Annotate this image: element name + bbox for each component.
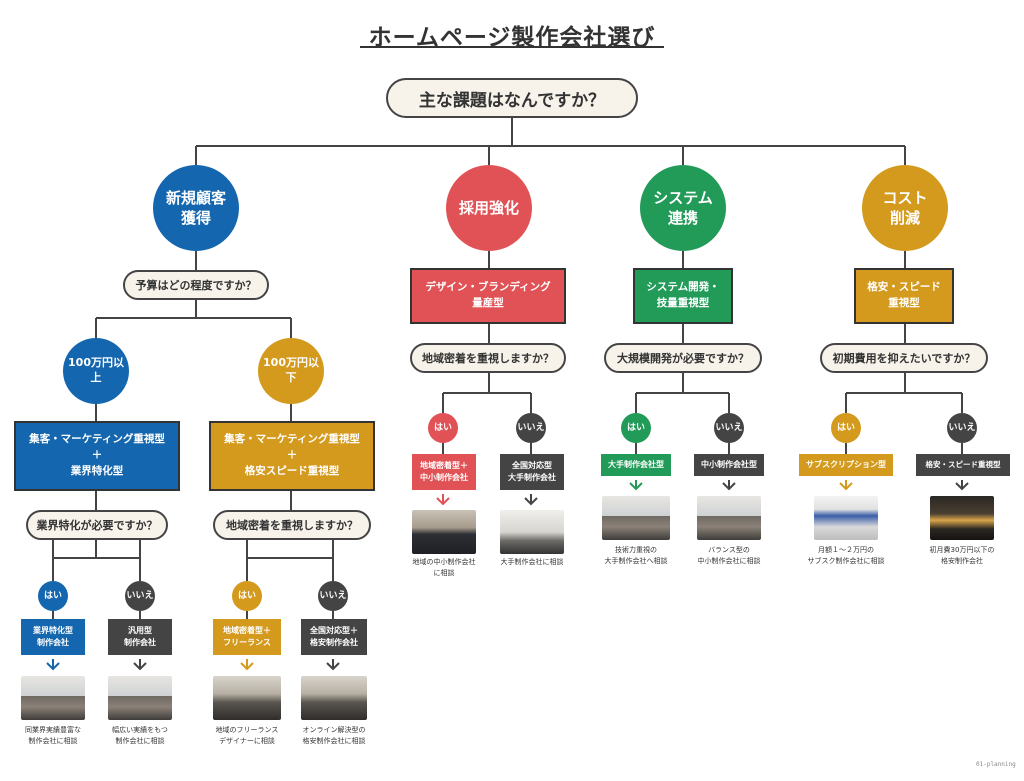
large-dev-question: 大規模開発が必要ですか？: [604, 343, 762, 373]
s_yes-caption: 技術力重視の 大手制作会社へ相談: [604, 546, 668, 565]
arrow-head-icon: [839, 482, 853, 491]
watermark: 01-planning: [976, 761, 1016, 768]
title-underline: [360, 46, 664, 48]
category-recruiting-circle: 採用強化: [446, 165, 532, 251]
budget-question: 予算はどの程度ですか？: [123, 270, 269, 300]
arrow-head-icon: [955, 482, 969, 491]
c_yes-company-type-tag: サブスクリプション型: [799, 454, 893, 476]
r_no-caption: 大手制作会社に相談: [500, 558, 564, 566]
c_yes-answer-yes: はい: [831, 413, 861, 443]
r_yes-caption: 地域の中小制作会社 に相談: [412, 558, 476, 577]
ah_no-company-type-tag: 汎用型 制作会社: [108, 619, 172, 655]
ah_yes-caption: 同業界実績豊富な 制作会社に相談: [25, 726, 81, 745]
system-type-box: システム開発・ 技量重視型: [633, 268, 733, 324]
cost-type-box: 格安・スピード 重視型: [854, 268, 954, 324]
category-acquisition-circle: 新規顧客 獲得: [153, 165, 239, 251]
ah_no-answer-no: いいえ: [125, 581, 155, 611]
industry-question: 業界特化が必要ですか？: [26, 510, 168, 540]
c_no-caption: 初月費30万円以下の 格安制作会社: [929, 546, 995, 565]
al_yes-caption: 地域のフリーランス デザイナーに相談: [215, 726, 279, 745]
local-question-acq: 地域密着を重視しますか？: [213, 510, 371, 540]
c_yes-caption: 月額１～２万円の サブスク制作会社に相談: [807, 546, 885, 565]
s_no-caption: バランス型の 中小制作会社に相談: [697, 546, 761, 565]
r_yes-answer-yes: はい: [428, 413, 458, 443]
arrow-head-icon: [133, 662, 147, 671]
ah_yes-answer-yes: はい: [38, 581, 68, 611]
c_no-answer-no: いいえ: [947, 413, 977, 443]
meeting-photo: [500, 510, 564, 554]
office-photo: [21, 676, 85, 720]
r_no-answer-no: いいえ: [516, 413, 546, 443]
ah_yes-company-type-tag: 業界特化型 制作会社: [21, 619, 85, 655]
al_no-company-type-tag: 全国対応型＋ 格安制作会社: [301, 619, 367, 655]
ah_no-caption: 幅広い実績をもつ 制作会社に相談: [112, 726, 168, 745]
office-photo: [697, 496, 761, 540]
office-photo: [602, 496, 670, 540]
people-photo: [412, 510, 476, 554]
al_yes-company-type-tag: 地域密着型＋ フリーランス: [213, 619, 281, 655]
arrow-head-icon: [524, 497, 538, 506]
s_no-company-type-tag: 中小制作会社型: [694, 454, 764, 476]
category-cost-circle: コスト 削減: [862, 165, 948, 251]
arrow-head-icon: [722, 482, 736, 491]
r_yes-company-type-tag: 地域密着型＋ 中小制作会社: [412, 454, 476, 490]
al_yes-answer-yes: はい: [232, 581, 262, 611]
recruiting-type-box: デザイン・ブランディング 量産型: [410, 268, 566, 324]
category-system-circle: システム 連携: [640, 165, 726, 251]
al_no-answer-no: いいえ: [318, 581, 348, 611]
acq-low-type-box: 集客・マーケティング重視型 ＋ 格安スピード重視型: [209, 421, 375, 491]
c_no-company-type-tag: 格安・スピード重視型: [916, 454, 1010, 476]
arrow-head-icon: [46, 662, 60, 671]
al_no-caption: オンライン解決型の 格安制作会社に相談: [302, 726, 366, 745]
arrow-head-icon: [629, 482, 643, 491]
office-photo: [108, 676, 172, 720]
s_no-answer-no: いいえ: [714, 413, 744, 443]
r_no-company-type-tag: 全国対応型 大手制作会社: [500, 454, 564, 490]
s_yes-answer-yes: はい: [621, 413, 651, 443]
budget-low-circle: 100万円以下: [258, 338, 324, 404]
computer-photo: [814, 496, 878, 540]
arrow-head-icon: [240, 662, 254, 671]
workspace-photo: [213, 676, 281, 720]
workspace-photo: [301, 676, 367, 720]
arrow-head-icon: [436, 497, 450, 506]
acq-high-type-box: 集客・マーケティング重視型 ＋ 業界特化型: [14, 421, 180, 491]
arrow-head-icon: [326, 662, 340, 671]
budget-high-circle: 100万円以上: [63, 338, 129, 404]
s_yes-company-type-tag: 大手制作会社型: [601, 454, 671, 476]
local-question-recruit: 地域密着を重視しますか？: [410, 343, 566, 373]
initial-cost-question: 初期費用を抑えたいですか？: [820, 343, 988, 373]
night-desk-photo: [930, 496, 994, 540]
root-question: 主な課題はなんですか？: [386, 78, 638, 118]
